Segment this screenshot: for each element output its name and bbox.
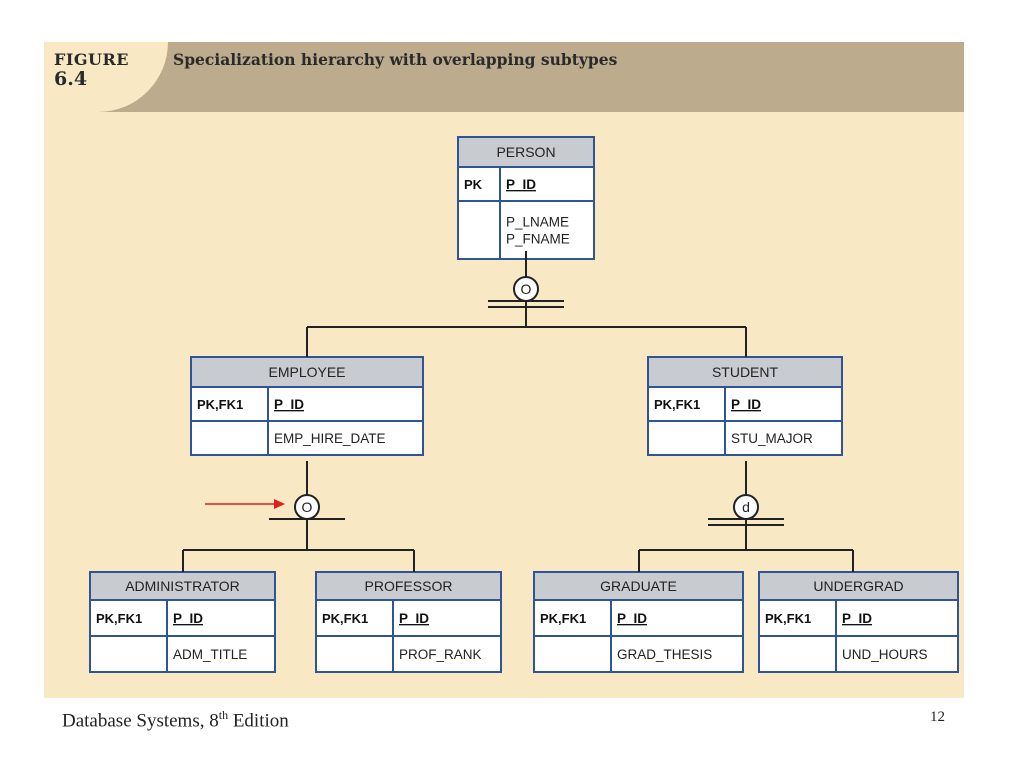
figure-header-band: [44, 42, 964, 112]
attribute: UND_HOURS: [842, 647, 928, 662]
key-label: PK,FK1: [540, 611, 586, 626]
entity-border: [758, 571, 959, 673]
specialization-symbol: O: [269, 494, 345, 520]
key-label: PK,FK1: [96, 611, 142, 626]
specialization-symbol: d: [708, 494, 784, 526]
figure-title: Specialization hierarchy with overlappin…: [173, 50, 618, 69]
footer-sup: th: [218, 708, 229, 722]
entity-header: [648, 357, 842, 387]
entity-name: PERSON: [496, 144, 555, 160]
entity-name: EMPLOYEE: [268, 364, 345, 380]
symbol-letter: O: [521, 281, 532, 297]
attribute: PROF_RANK: [399, 647, 482, 662]
entity-name: PROFESSOR: [365, 578, 453, 594]
entity-undergrad: UNDERGRAD PK,FK1 P_ID UND_HOURS: [758, 571, 959, 673]
footer-edition: Edition: [228, 710, 289, 732]
entity-name: ADMINISTRATOR: [125, 578, 240, 594]
pointer-arrow-head: [274, 499, 285, 509]
attribute: P_FNAME: [506, 232, 570, 247]
entity-employee: EMPLOYEE PK,FK1 P_ID EMP_HIRE_DATE: [190, 356, 424, 456]
primary-key: P_ID: [173, 611, 203, 626]
attribute: GRAD_THESIS: [617, 647, 712, 662]
attribute: P_LNAME: [506, 215, 569, 230]
key-label: PK: [464, 177, 483, 192]
primary-key: P_ID: [617, 611, 647, 626]
primary-key: P_ID: [842, 611, 872, 626]
symbol-letter: O: [302, 499, 313, 515]
primary-key: P_ID: [506, 177, 536, 192]
footer-book: Database Systems, 8: [62, 710, 219, 732]
key-label: PK,FK1: [765, 611, 811, 626]
entity-header: [458, 137, 594, 167]
entity-name: UNDERGRAD: [813, 578, 903, 594]
primary-key: P_ID: [399, 611, 429, 626]
entity-professor: PROFESSOR PK,FK1 P_ID PROF_RANK: [315, 571, 502, 673]
entity-person: PERSON PK P_ID P_LNAME P_FNAME: [457, 136, 595, 260]
key-label: PK,FK1: [322, 611, 368, 626]
entity-name: STUDENT: [712, 364, 779, 380]
attribute: EMP_HIRE_DATE: [274, 431, 386, 446]
attribute: STU_MAJOR: [731, 431, 813, 446]
entity-border: [315, 571, 502, 673]
primary-key: P_ID: [274, 397, 304, 412]
page-number: 12: [930, 709, 945, 725]
specialization-symbol: O: [488, 276, 564, 308]
entity-header: [191, 357, 423, 387]
attribute: ADM_TITLE: [173, 647, 247, 662]
key-label: PK,FK1: [654, 397, 700, 412]
symbol-letter: d: [742, 499, 750, 515]
key-label: PK,FK1: [197, 397, 243, 412]
entity-header: [316, 572, 501, 600]
primary-key: P_ID: [731, 397, 761, 412]
entity-administrator: ADMINISTRATOR PK,FK1 P_ID ADM_TITLE: [89, 571, 276, 673]
entity-graduate: GRADUATE PK,FK1 P_ID GRAD_THESIS: [533, 571, 744, 673]
entity-name: GRADUATE: [600, 578, 677, 594]
entity-header: [759, 572, 958, 600]
entity-header: [534, 572, 743, 600]
figure-number: 6.4: [54, 68, 88, 90]
entity-body: [458, 167, 594, 259]
entity-student: STUDENT PK,FK1 P_ID STU_MAJOR: [647, 356, 843, 456]
figure-label: FIGURE: [54, 50, 129, 69]
entity-header: [90, 572, 275, 600]
footer-book-title: Database Systems, 8th Edition: [62, 708, 289, 732]
